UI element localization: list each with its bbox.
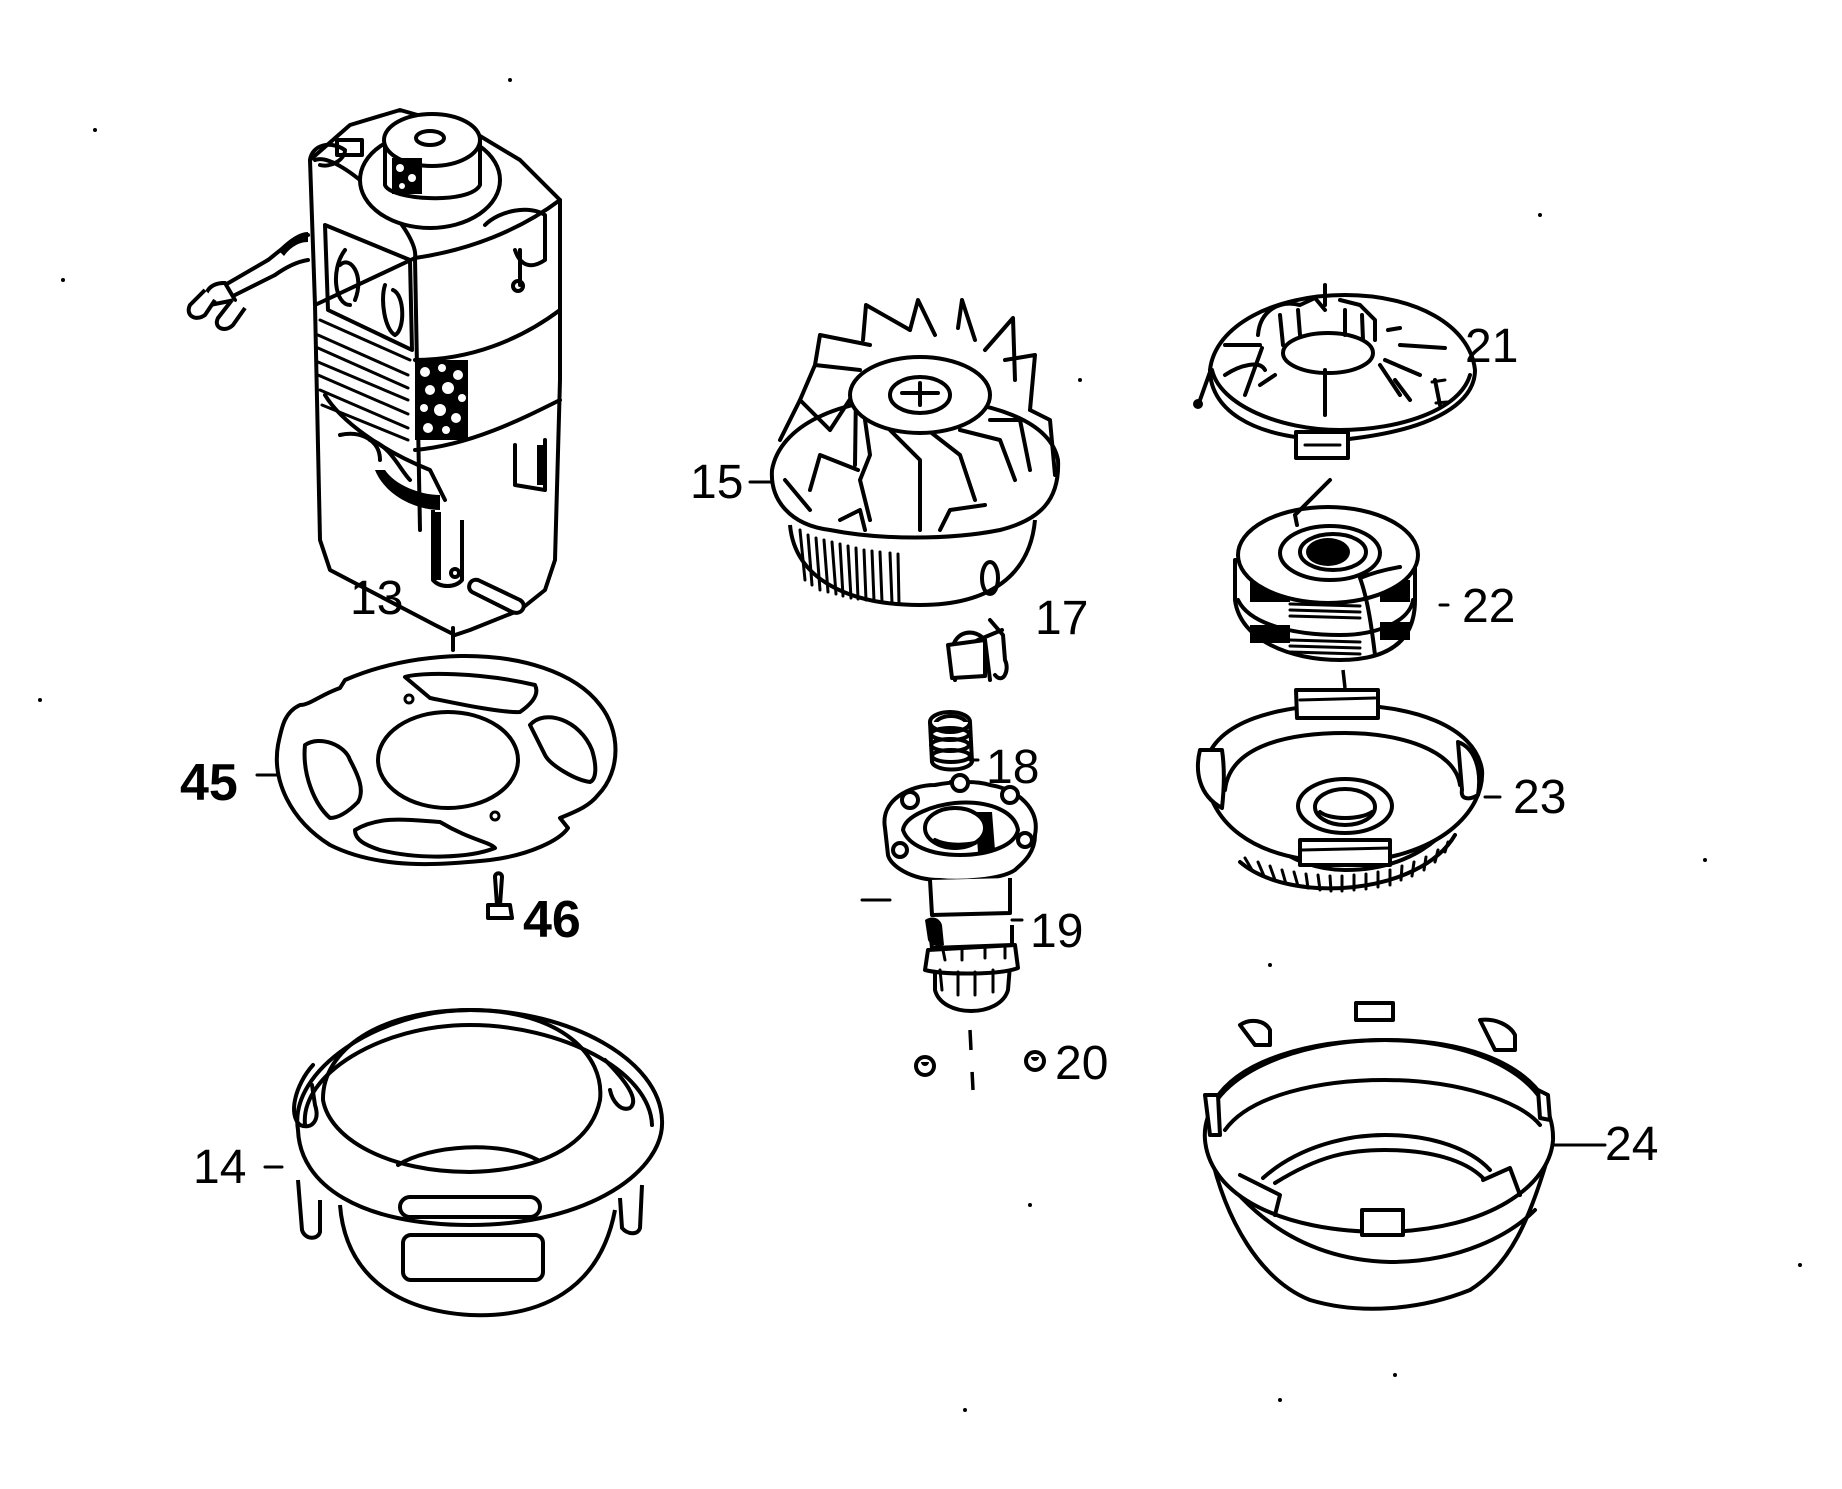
part-20-balls bbox=[914, 1050, 1046, 1077]
part-23-spool-housing bbox=[1195, 688, 1485, 893]
axis-line-19 bbox=[968, 1029, 975, 1091]
part-19-hub-adapter bbox=[882, 773, 1038, 1013]
part-13-motor bbox=[186, 108, 562, 637]
label-23: 23 bbox=[1513, 771, 1566, 824]
part-17-clip bbox=[946, 618, 1009, 682]
label-19: 19 bbox=[1030, 905, 1083, 958]
label-21: 21 bbox=[1465, 320, 1518, 373]
part-24-guard-bowl bbox=[1202, 1001, 1556, 1311]
power-lead bbox=[186, 232, 310, 331]
label-14: 14 bbox=[193, 1141, 246, 1194]
label-13: 13 bbox=[350, 572, 403, 625]
part-45-mounting-plate bbox=[274, 653, 618, 867]
warning-label-lines bbox=[316, 318, 412, 442]
scan-specks bbox=[38, 78, 1802, 1412]
part-14-housing-cup bbox=[292, 1008, 665, 1318]
label-20: 20 bbox=[1055, 1037, 1108, 1090]
part-22-line-spool bbox=[1233, 478, 1420, 662]
axis-line-22-23 bbox=[1341, 669, 1347, 689]
part-46-screw bbox=[486, 871, 514, 920]
label-17: 17 bbox=[1035, 592, 1088, 645]
part-15-fan-impeller bbox=[769, 298, 1061, 607]
label-15: 15 bbox=[690, 456, 743, 509]
label-22: 22 bbox=[1462, 580, 1515, 633]
label-24: 24 bbox=[1605, 1118, 1658, 1171]
pin bbox=[467, 577, 526, 615]
label-45: 45 bbox=[180, 754, 238, 812]
part-18-spring bbox=[928, 710, 980, 772]
part-21-spool-cover bbox=[1193, 283, 1477, 460]
label-46: 46 bbox=[523, 891, 581, 949]
